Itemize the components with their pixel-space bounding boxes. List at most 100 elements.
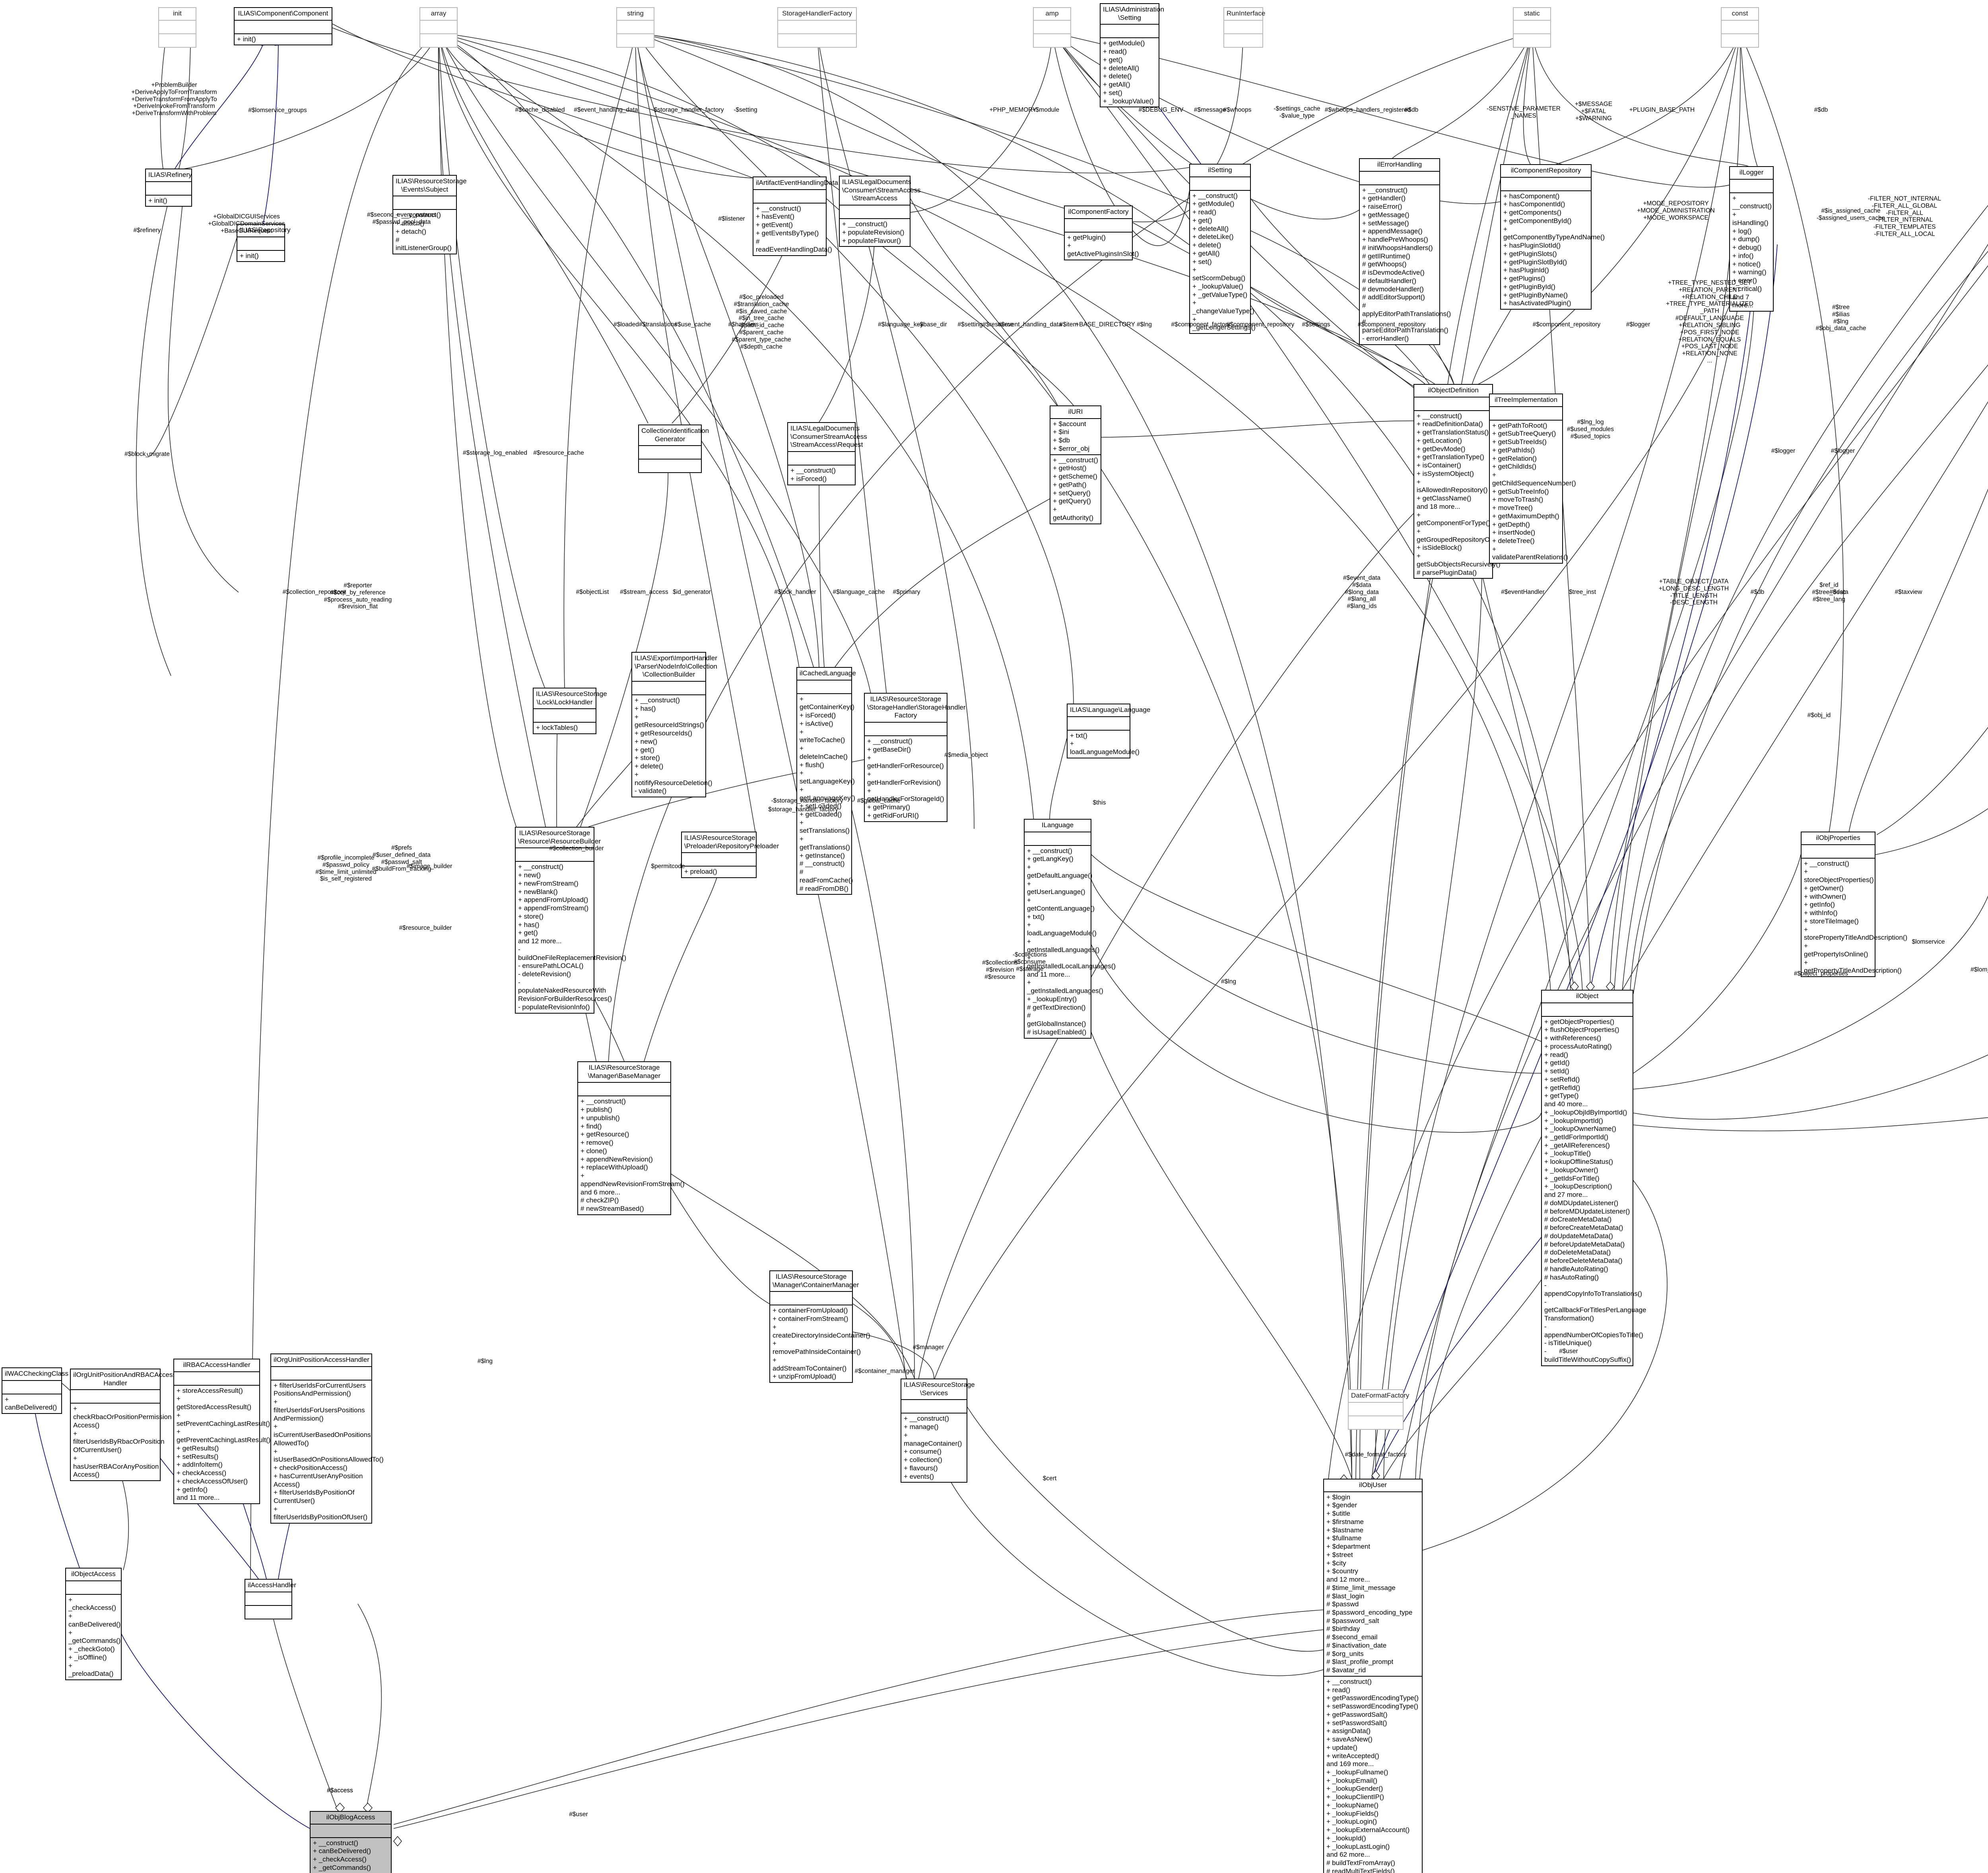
class-node-ilias-administration-setting[interactable]: ILIAS\Administration \Setting+ getModule…: [1100, 3, 1164, 108]
class-node-array[interactable]: array: [419, 7, 458, 48]
class-node-attributes: [1802, 845, 1875, 859]
class-node-operations: + __construct() + storeObjectProperties(…: [1804, 859, 1908, 975]
class-node-title: ILIAS\Export\ImportHandler \Parser\NodeI…: [632, 653, 717, 682]
class-node-title: ilObjUser: [1324, 1479, 1422, 1492]
class-node-ilorgunitpositionandrbacaccess-handler[interactable]: ilOrgUnitPositionAndRBACAccess Handler+ …: [70, 1369, 176, 1481]
class-node-title: ilObjProperties: [1802, 832, 1875, 845]
class-node-storagehandlerfactory[interactable]: StorageHandlerFactory: [777, 7, 857, 48]
class-node-operations: + __construct() + getHost() + getScheme(…: [1053, 456, 1098, 522]
class-node-ilias-refinery[interactable]: ILIAS\Refinery+ init(): [145, 169, 192, 207]
class-node-ilias-resourcestorage-lock-lockhandler[interactable]: ILIAS\ResourceStorage \Lock\LockHandler+…: [533, 688, 607, 735]
edge-label: #$language_key: [878, 321, 923, 328]
edge-label: #$lomservice_groups: [248, 107, 307, 114]
class-node-title: ilObjectAccess: [66, 1569, 121, 1581]
class-node-operations: + __construct() + getBaseDir() + getHand…: [867, 737, 944, 819]
class-node-iltreeimplementation[interactable]: ilTreeImplementation+ getPathToRoot() + …: [1489, 394, 1576, 564]
class-node-illogger[interactable]: ilLogger+ __construct() + isHandling() +…: [1729, 166, 1774, 312]
class-node-ilias-repository[interactable]: ILIAS\Repository+ init(): [237, 224, 291, 262]
class-node-ilias-legaldocuments-consumerstreamaccess-streamaccess-request[interactable]: ILIAS\LegalDocuments \ConsumerStreamAcce…: [787, 422, 867, 485]
class-node-amp[interactable]: amp: [1033, 7, 1071, 48]
class-node-iluri[interactable]: ilURI+ $account + $ini + $db + $error_ob…: [1050, 405, 1101, 524]
class-node-ilobjectdefinition[interactable]: ilObjectDefinition+ __construct() + read…: [1413, 384, 1518, 579]
edge-label: #$event_data #$data #$long_data #$lang_a…: [1343, 574, 1380, 610]
class-node-attributes: [516, 848, 594, 862]
class-node-ilias-component-component[interactable]: ILIAS\Component\Component+ init(): [234, 7, 332, 46]
class-node-attributes: [578, 1083, 670, 1097]
class-node-attributes: [159, 21, 196, 34]
class-node-dateformatfactory[interactable]: DateFormatFactory: [1348, 1389, 1409, 1430]
class-node-static[interactable]: static: [1513, 7, 1551, 48]
class-node-ilsetting[interactable]: ilSetting+ __construct() + getModule() +…: [1189, 164, 1256, 334]
class-node-ilwaccheckingclass[interactable]: ilWACCheckingClass+ canBeDelivered(): [2, 1367, 68, 1414]
class-node-ilias-resourcestorage-storagehandler-storagehandler-factory[interactable]: ILIAS\ResourceStorage \StorageHandler\St…: [864, 693, 966, 822]
class-node-ilobjectaccess[interactable]: ilObjectAccess+ _checkAccess() + canBeDe…: [65, 1568, 122, 1681]
class-node-ilobjuser[interactable]: ilObjUser+ $login + $gender + $utitle + …: [1323, 1479, 1423, 1873]
class-node-ilaccesshandler[interactable]: ilAccessHandler: [245, 1579, 296, 1619]
class-node-title: ILIAS\ResourceStorage \Resource\Resource…: [516, 828, 601, 849]
class-node-ilorgunitpositionaccesshandler[interactable]: ilOrgUnitPositionAccessHandler + filterUs…: [270, 1353, 384, 1524]
edge-label: $cert: [1043, 1475, 1057, 1482]
class-node-ilias-export-importhandler-parser-nodeinfo-collection-collectionbuilder[interactable]: ILIAS\Export\ImportHandler \Parser\NodeI…: [631, 652, 717, 798]
edge-label: #$db: [1404, 107, 1419, 114]
class-node-ilobjblogaccess[interactable]: ilObjBlogAccess+ __construct() + canBeDe…: [310, 1811, 392, 1873]
class-node-title: ilObjBlogAccess: [311, 1812, 391, 1825]
class-node-ilobjproperties[interactable]: ilObjProperties + __construct() + storeOb…: [1801, 832, 1908, 977]
class-node-operations: + init(): [237, 35, 256, 43]
class-node-operations: + containerFromUpload() + containerFromS…: [773, 1307, 870, 1381]
edge-label: #$primary: [893, 589, 920, 596]
class-node-ilcomponentfactory[interactable]: ilComponentFactory+ getPlugin() + getAct…: [1064, 206, 1139, 260]
class-node-ilias-resourcestorage-preloader-repositorypreloader[interactable]: ILIAS\ResourceStorage \Preloader\Reposit…: [681, 832, 779, 878]
edge-label: +ProblemBuilder +DeriveApplyToFromTransf…: [131, 81, 217, 117]
class-node-ilrbacaccesshandler[interactable]: ilRBACAccessHandler+ storeAccessResult()…: [173, 1359, 271, 1505]
class-node-ilcomponentrepository[interactable]: ilComponentRepository+ hasComponent() + …: [1500, 164, 1605, 310]
class-node-ilias-resourcestorage-manager-containermanager[interactable]: ILIAS\ResourceStorage \Manager\Container…: [769, 1270, 870, 1383]
edge-label: #$image_builder: [406, 863, 452, 870]
class-node-operations: + __construct() + hasEvent() + getEvent(…: [756, 204, 832, 254]
class-node-operations: + __construct() + isHandling() + log() +…: [1732, 194, 1772, 309]
class-node-attributes: [66, 1581, 121, 1595]
class-node-operations: + preload(): [684, 868, 717, 876]
edge-label: -SENSTIVE_PARAMETER _NAMES: [1487, 105, 1561, 119]
class-node-operations: + checkRbacOrPositionPermission Access()…: [73, 1405, 172, 1479]
edge-label: #$lng: [1221, 978, 1236, 985]
class-node-title: amp: [1034, 8, 1070, 21]
class-node-init[interactable]: init: [158, 7, 196, 48]
class-node-collectionidentification-generator[interactable]: CollectionIdentification Generator: [638, 425, 709, 473]
class-node-ilias-legaldocuments-consumer-streamaccess-streamaccess[interactable]: ILIAS\LegalDocuments \Consumer\StreamAcc…: [839, 176, 920, 247]
class-node-attributes: [237, 237, 284, 251]
class-node-operations: + __construct() + getHandler() + raiseEr…: [1362, 186, 1451, 342]
class-node-ilobject[interactable]: ilObject+ getObjectProperties() + flushO…: [1541, 990, 1646, 1366]
class-node-ilerrorhandling[interactable]: ilErrorHandling+ __construct() + getHand…: [1359, 158, 1451, 345]
class-node-operations: + txt() + loadLanguageModule(): [1070, 731, 1140, 756]
class-node-ilias-resourcestorage-services[interactable]: ILIAS\ResourceStorage \Services+ __const…: [901, 1379, 975, 1483]
class-node-attributes: + $account + $ini + $db + $error_obj: [1050, 419, 1101, 455]
class-node-title: ilOrgUnitPositionAccessHandler: [271, 1354, 371, 1367]
class-node-operations: + filterUserIdsForCurrentUsers Positions…: [274, 1381, 384, 1521]
class-node-string[interactable]: string: [616, 7, 654, 48]
edge-label: #$listener: [718, 215, 745, 223]
class-node-operations: + getPlugin() + getActivePluginsInSlot(): [1067, 233, 1139, 258]
class-node-ilanguage[interactable]: ILanguage+ __construct() + getLangKey() …: [1024, 819, 1116, 1039]
class-node-ilartifacteventhandlingdata[interactable]: ilArtifactEventHandlingData+ __construct…: [753, 176, 838, 256]
class-node-ilias-resourcestorage-events-subject[interactable]: ILIAS\ResourceStorage \Events\Subject+ _…: [392, 175, 467, 255]
class-node-runinterface[interactable]: RunInterface: [1223, 7, 1265, 48]
class-node-title: ILIAS\ResourceStorage \Manager\BaseManag…: [578, 1062, 670, 1083]
class-node-attributes: [245, 1592, 291, 1606]
class-node-ilcachedlanguage[interactable]: ilCachedLanguage+ getContainerKey() + is…: [796, 667, 856, 895]
class-node-ilias-resourcestorage-resource-resourcebuilder[interactable]: ILIAS\ResourceStorage \Resource\Resource…: [515, 827, 626, 1014]
class-node-operations: + storeAccessResult() + getStoredAccessR…: [177, 1386, 271, 1502]
class-node-operations: [159, 34, 196, 47]
class-node-const[interactable]: const: [1721, 7, 1759, 48]
edge-label: #$storage_log_enabled: [462, 450, 528, 457]
class-node-title: ilComponentRepository: [1501, 165, 1591, 178]
class-node-attributes: [797, 681, 851, 694]
edge-label: #$message: [1194, 107, 1226, 114]
edge-label: #$db: [1814, 107, 1828, 114]
class-node-ilias-resourcestorage-manager-basemanager[interactable]: ILIAS\ResourceStorage \Manager\BaseManag…: [577, 1061, 685, 1215]
inheritance-edges: [29, 37, 1778, 1829]
edge-label: #$collections #$revision #$resource: [982, 959, 1018, 980]
class-node-attributes: [901, 1400, 967, 1414]
class-node-attributes: [1514, 21, 1550, 34]
class-node-ilias-language-language[interactable]: ILIAS\Language\Language+ txt() + loadLan…: [1067, 704, 1150, 758]
class-node-operations: + getPathToRoot() + getSubTreeQuery() + …: [1492, 421, 1576, 561]
